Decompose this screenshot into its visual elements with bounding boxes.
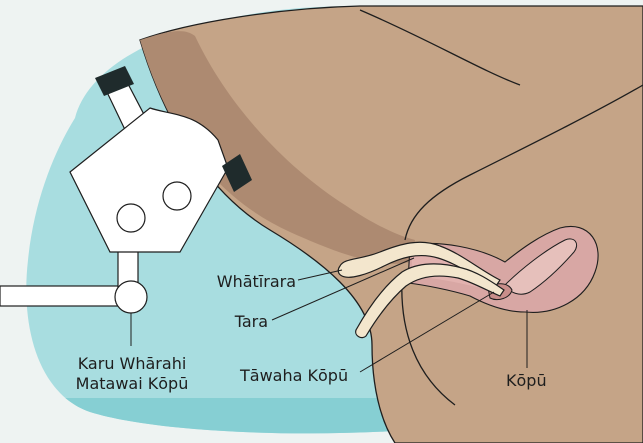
lens-bottom bbox=[117, 204, 145, 232]
label-whatirara: Whātīrara bbox=[196, 272, 296, 292]
label-tawaha-kopu: Tāwaha Kōpū bbox=[240, 366, 348, 386]
label-colposcope: Karu Whārahi Matawai Kōpū bbox=[62, 354, 202, 394]
label-colposcope-line1: Karu Whārahi bbox=[62, 354, 202, 374]
colposcope-joint bbox=[115, 281, 147, 313]
label-colposcope-line2: Matawai Kōpū bbox=[62, 374, 202, 394]
label-tara: Tara bbox=[210, 312, 268, 332]
colposcope-arm-horizontal bbox=[0, 286, 120, 306]
label-kopu: Kōpū bbox=[506, 371, 547, 391]
lens-top bbox=[163, 182, 191, 210]
